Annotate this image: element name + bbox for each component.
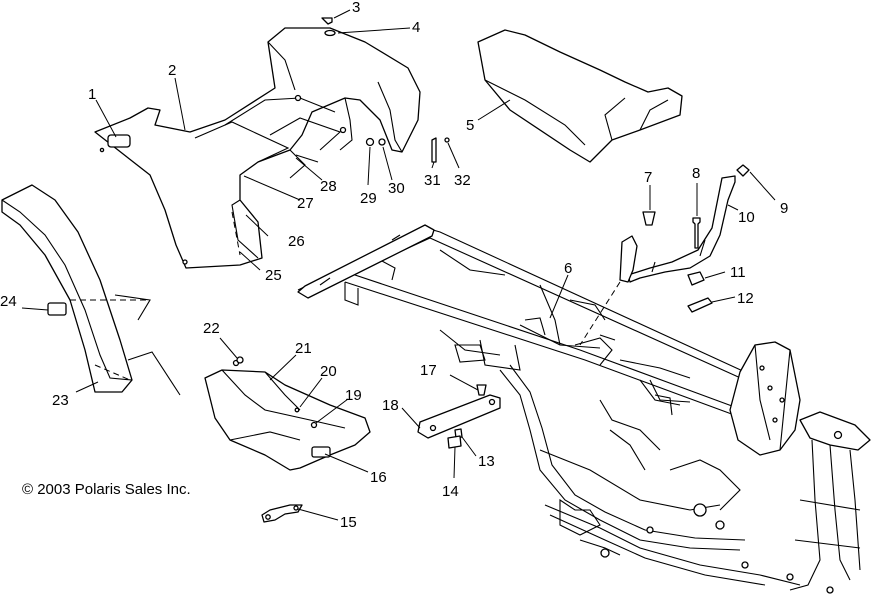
callout-label: 25 bbox=[265, 267, 282, 284]
callout-label: 10 bbox=[738, 209, 755, 226]
callout-label: 6 bbox=[564, 260, 572, 277]
callout-label: 19 bbox=[345, 387, 362, 404]
callout-label: 8 bbox=[692, 165, 700, 182]
callout-label: 32 bbox=[454, 172, 471, 189]
callout-label: 5 bbox=[466, 117, 474, 134]
callout-labels: 1 2 3 4 5 6 7 8 9 10 11 12 13 14 15 16 1… bbox=[0, 0, 788, 531]
nut-9 bbox=[736, 164, 750, 177]
callout-label: 30 bbox=[388, 180, 405, 197]
callout-label: 29 bbox=[360, 190, 377, 207]
nut-11 bbox=[687, 271, 705, 286]
callout-label: 17 bbox=[420, 362, 437, 379]
bolt-8 bbox=[692, 217, 701, 249]
bolt-17 bbox=[476, 384, 487, 396]
mount-bar-18 bbox=[417, 384, 501, 449]
callout-label: 21 bbox=[295, 340, 312, 357]
seat bbox=[477, 29, 683, 163]
callout-label: 24 bbox=[0, 293, 17, 310]
callout-label: 16 bbox=[370, 469, 387, 486]
fender-decal-1 bbox=[107, 134, 131, 148]
callout-label: 9 bbox=[780, 200, 788, 217]
callout-label: 11 bbox=[730, 264, 746, 281]
callout-label: 28 bbox=[320, 178, 337, 195]
rear-fender bbox=[94, 27, 421, 269]
callout-label: 20 bbox=[320, 363, 337, 380]
callout-label: 7 bbox=[644, 169, 652, 186]
callout-label: 23 bbox=[52, 392, 69, 409]
callout-label: 31 bbox=[424, 172, 441, 189]
callout-label: 1 bbox=[88, 86, 96, 103]
callout-label: 2 bbox=[168, 62, 176, 79]
frame bbox=[297, 227, 871, 594]
nut-29 bbox=[365, 137, 375, 147]
pin-12 bbox=[687, 297, 713, 313]
washer-4 bbox=[324, 29, 336, 37]
callout-label: 12 bbox=[737, 290, 754, 307]
callout-label: 14 bbox=[442, 483, 459, 500]
mount-bracket-15 bbox=[261, 504, 303, 523]
fastener-22 bbox=[236, 356, 244, 364]
screw-3 bbox=[321, 17, 333, 25]
plug-7 bbox=[642, 211, 656, 226]
callout-label: 18 bbox=[382, 397, 399, 414]
callout-label: 26 bbox=[288, 233, 305, 250]
washer-14 bbox=[447, 435, 462, 449]
copyright-text: © 2003 Polaris Sales Inc. bbox=[22, 481, 191, 498]
fender-hardware bbox=[236, 17, 450, 364]
leader-lines bbox=[21, 9, 776, 521]
footwell bbox=[204, 359, 371, 471]
callout-label: 15 bbox=[340, 514, 357, 531]
bolt-31 bbox=[431, 137, 437, 163]
callout-label: 13 bbox=[478, 453, 495, 470]
fender-flare bbox=[1, 184, 181, 396]
washer-30 bbox=[378, 138, 386, 146]
hitch-tube-assembly bbox=[579, 164, 750, 346]
nut-32 bbox=[444, 137, 450, 143]
callout-label: 22 bbox=[203, 320, 220, 337]
callout-label: 27 bbox=[297, 195, 314, 212]
callout-label: 4 bbox=[412, 19, 420, 36]
frame-front-bracket bbox=[297, 224, 435, 299]
callout-label: 3 bbox=[352, 0, 360, 16]
flare-grommet-24 bbox=[47, 302, 67, 316]
